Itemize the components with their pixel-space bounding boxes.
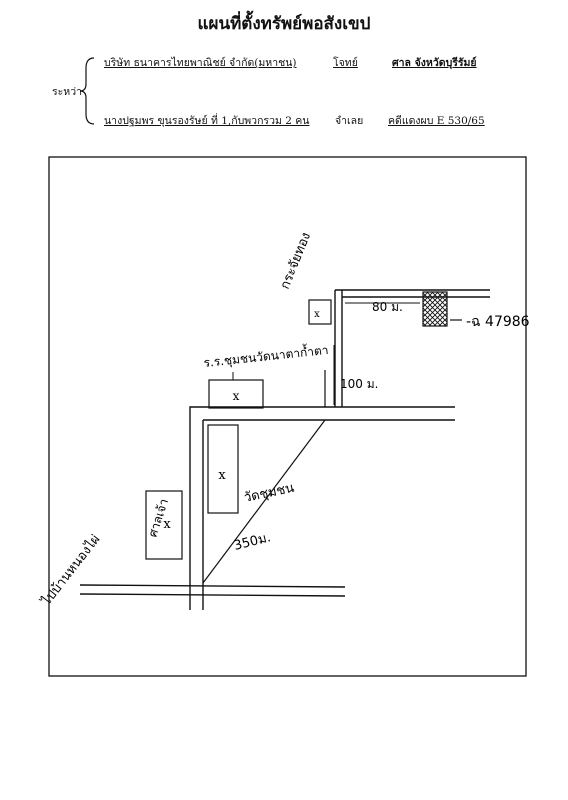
road-destination-label: ไปบ้านหนองไผ่ xyxy=(38,532,104,610)
defendant-role: จำเลย xyxy=(335,115,364,127)
plaintiff-role: โจทย์ xyxy=(333,57,358,69)
bottom-road xyxy=(79,584,346,597)
distance-100-label: 100 ม. xyxy=(340,377,378,391)
village-store-label: กระจัยทอง xyxy=(278,230,314,291)
page-title: แผนที่ตั้งทรัพย์พอสังเขป xyxy=(197,14,371,34)
school-building xyxy=(208,379,264,409)
village-store-box xyxy=(308,299,332,325)
case-number: คดีแดงผบ E 530/65 xyxy=(388,115,485,127)
plaintiff-name: บริษัท ธนาคารไทยพาณิชย์ จำกัด(มหาชน) xyxy=(104,57,297,69)
cemetery-box xyxy=(145,490,183,560)
school-cross-marker: x xyxy=(233,389,240,403)
parcel-deed-label: -ฉ 47986 xyxy=(466,314,530,330)
defendant-name: นางปฐมพร ขุนรองรัษย์ ที่ 1,กับพวกรวม 2 ค… xyxy=(104,115,310,127)
store-cross-marker: x xyxy=(314,309,320,320)
school-label: ร.ร.ชุมชนวัดนาตาก้ำตา xyxy=(203,341,330,371)
target-parcel xyxy=(422,291,448,327)
temple-grounds xyxy=(207,424,239,514)
between-label: ระหว่า xyxy=(52,86,82,98)
map-frame xyxy=(48,156,527,677)
court-name: ศาล จังหวัดบุรีรัมย์ xyxy=(392,57,477,69)
vertical-road xyxy=(189,420,204,610)
brace xyxy=(79,57,95,125)
temple-cross-marker: x xyxy=(218,468,226,483)
distance-80-label: 80 ม. xyxy=(372,300,403,314)
distance-350-label: 350ม. xyxy=(232,530,272,554)
temple-label: วัดชุมชน xyxy=(243,481,296,506)
branch-road xyxy=(324,289,490,407)
distance-350-line xyxy=(202,419,326,584)
main-road xyxy=(189,406,455,421)
cemetery-cross-marker: x xyxy=(163,517,171,532)
